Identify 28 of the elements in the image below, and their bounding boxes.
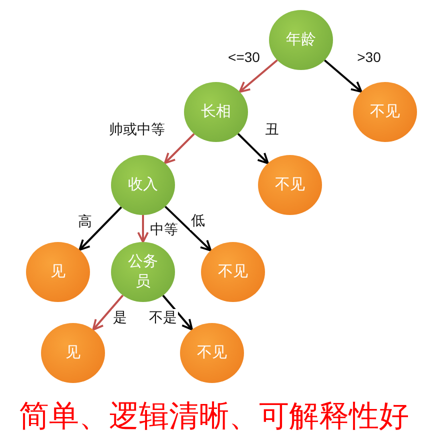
arrow xyxy=(164,206,212,252)
arrow xyxy=(78,206,122,251)
arrow xyxy=(238,59,278,93)
edge-label: <=30 xyxy=(227,49,261,65)
arrow xyxy=(324,59,362,93)
leaf-circle: 不见 xyxy=(258,155,322,215)
decision-circle: 年龄 xyxy=(269,10,333,70)
leaf-circle: 不见 xyxy=(180,323,244,383)
edge-label: 帅或中等 xyxy=(108,121,166,139)
edge-label: 不是 xyxy=(148,309,178,327)
caption: 简单、逻辑清晰、可解释性好 xyxy=(18,399,410,435)
arrow xyxy=(92,294,124,331)
leaf-circle: 见 xyxy=(26,242,90,302)
edge-label: >30 xyxy=(356,49,382,65)
decision-circle: 长相 xyxy=(184,82,248,142)
arrow xyxy=(162,294,193,331)
arrow xyxy=(137,215,149,243)
leaf-circle: 不见 xyxy=(201,242,265,302)
edge-label: 中等 xyxy=(149,221,179,239)
leaf-circle: 见 xyxy=(41,323,105,383)
decision-circle: 收入 xyxy=(111,155,175,215)
edge-label: 低 xyxy=(190,212,206,230)
arrow xyxy=(237,133,269,164)
edge-label: 是 xyxy=(112,309,128,327)
leaf-circle: 不见 xyxy=(353,82,417,142)
edge-label: 高 xyxy=(77,213,93,231)
decision-circle: 公务员 xyxy=(111,242,175,302)
arrow xyxy=(164,133,195,164)
